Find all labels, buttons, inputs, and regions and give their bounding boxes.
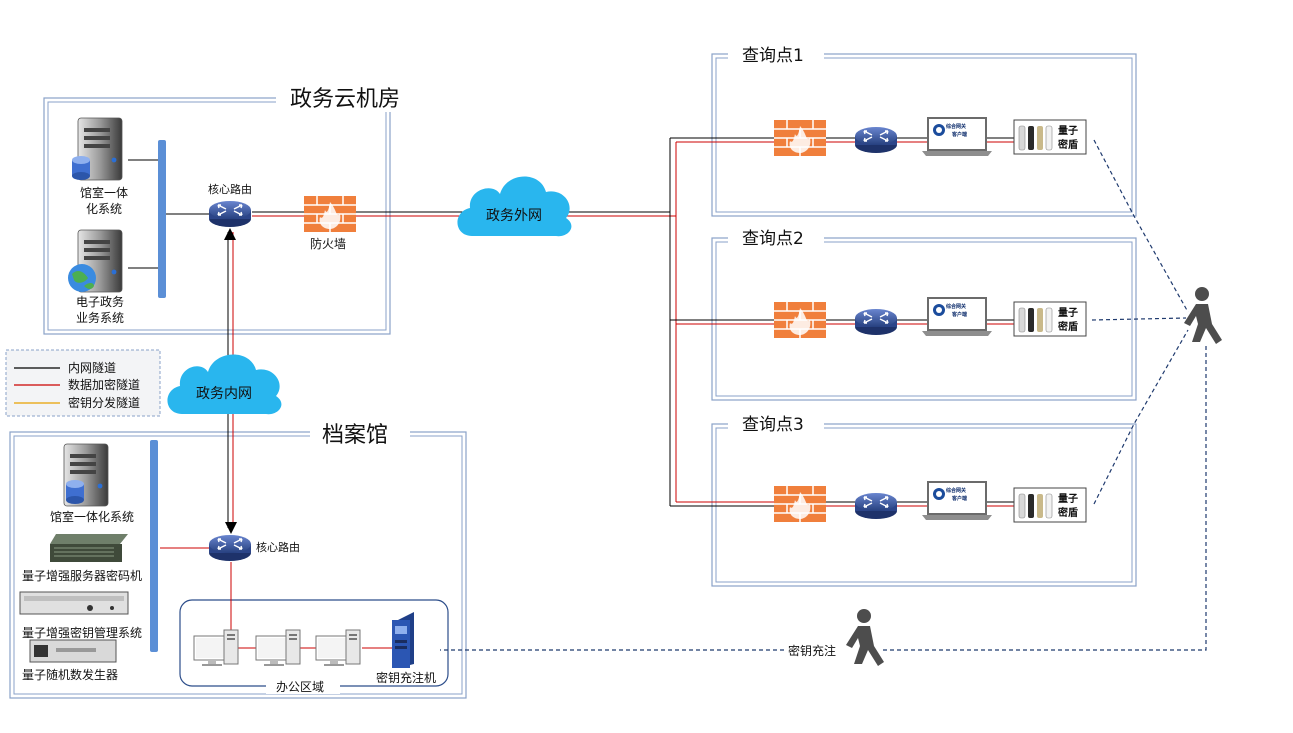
quantum-shield-q1-l1: 量子 xyxy=(1058,124,1078,137)
key-charging-label: 密钥充注 xyxy=(788,643,836,658)
query-2-title: 查询点2 xyxy=(742,229,804,249)
archive-server-cloud xyxy=(72,117,123,181)
archive-title: 档案馆 xyxy=(322,423,388,448)
firewall-cloud xyxy=(303,195,357,233)
legend-internal-tunnel: 内网隧道 xyxy=(68,360,116,375)
archive-bus-bar xyxy=(150,440,158,652)
quantum-rng-label: 量子随机数发生器 xyxy=(22,667,118,682)
query-1-title: 查询点1 xyxy=(742,46,804,66)
frame-query-2: 查询点2 xyxy=(711,226,1137,401)
egov-server xyxy=(68,229,123,293)
firewall-q2 xyxy=(773,301,827,339)
walking-person-icon xyxy=(1184,287,1222,344)
quantum-server-crypto-device xyxy=(50,534,128,562)
key-injector-label: 密钥充注机 xyxy=(376,670,436,685)
egov-system-l2: 业务系统 xyxy=(76,310,124,325)
frame-query-3: 查询点3 xyxy=(711,412,1137,587)
core-router-archive xyxy=(208,534,252,562)
gov-external-net-cloud: 政务外网 xyxy=(457,176,572,237)
firewall-label: 防火墙 xyxy=(310,236,346,251)
archive-system-label: 馆室一体化系统 xyxy=(50,509,134,524)
legend: 内网隧道 数据加密隧道 密钥分发隧道 xyxy=(5,349,161,417)
query-3-devices: 综合网关 客户端 量子 密盾 xyxy=(773,481,1087,523)
gov-internal-net-cloud: 政务内网 xyxy=(167,354,282,415)
legend-key-distribution-tunnel: 密钥分发隧道 xyxy=(68,395,140,410)
quantum-shield-q3-l1: 量子 xyxy=(1058,492,1078,505)
gateway-q2-l2: 客户端 xyxy=(951,311,967,318)
frame-archive: 档案馆 xyxy=(9,420,467,699)
office-pc-3 xyxy=(315,629,361,667)
quantum-server-crypto-label: 量子增强服务器密码机 xyxy=(22,568,142,583)
quantum-key-mgmt-label: 量子增强密钥管理系统 xyxy=(22,625,142,640)
frame-cloud-room: 政务云机房 xyxy=(43,84,416,335)
walking-person-key-icon xyxy=(846,609,884,666)
connection-lines xyxy=(128,137,1207,651)
gateway-q1-l2: 客户端 xyxy=(951,131,967,138)
cloud-room-title: 政务云机房 xyxy=(290,87,400,112)
router-q3 xyxy=(854,492,898,520)
router-q1 xyxy=(854,126,898,154)
legend-encrypted-tunnel: 数据加密隧道 xyxy=(68,377,140,392)
gov-internal-net-label: 政务内网 xyxy=(196,386,252,402)
quantum-shield-q1-l2: 密盾 xyxy=(1058,138,1078,151)
archive-server xyxy=(63,443,109,507)
core-router-archive-label: 核心路由 xyxy=(256,540,300,554)
firewall-q1 xyxy=(773,119,827,157)
gateway-q1-l1: 综合网关 xyxy=(946,123,966,130)
query-3-title: 查询点3 xyxy=(742,415,804,435)
gov-external-net-label: 政务外网 xyxy=(486,208,542,224)
frame-query-1: 查询点1 xyxy=(711,42,1137,217)
server-bus-bar xyxy=(158,140,166,298)
quantum-key-mgmt-device xyxy=(19,591,129,615)
office-pc-2 xyxy=(255,629,301,667)
core-router-cloud xyxy=(208,200,252,228)
quantum-shield-q2-l1: 量子 xyxy=(1058,306,1078,319)
archive-system-cloud-l2: 化系统 xyxy=(86,202,122,216)
office-area-label: 办公区域 xyxy=(276,679,324,694)
egov-system-l1: 电子政务 xyxy=(76,294,124,309)
archive-system-cloud-l1: 馆室一体 xyxy=(80,185,128,200)
quantum-shield-q3-l2: 密盾 xyxy=(1058,506,1078,519)
core-router-cloud-label: 核心路由 xyxy=(208,182,252,196)
gateway-q3-l1: 综合网关 xyxy=(946,487,966,494)
router-q2 xyxy=(854,308,898,336)
quantum-shield-q2-l2: 密盾 xyxy=(1058,320,1078,333)
office-pc-1 xyxy=(193,629,239,667)
query-2-devices: 综合网关 客户端 量子 密盾 xyxy=(773,297,1087,339)
firewall-q3 xyxy=(773,485,827,523)
key-injector-device xyxy=(392,612,414,668)
gateway-q3-l2: 客户端 xyxy=(951,495,967,502)
quantum-rng-device xyxy=(29,639,117,663)
gateway-q2-l1: 综合网关 xyxy=(946,303,966,310)
query-1-devices: 综合网关 客户端 量子 密盾 xyxy=(773,117,1087,157)
